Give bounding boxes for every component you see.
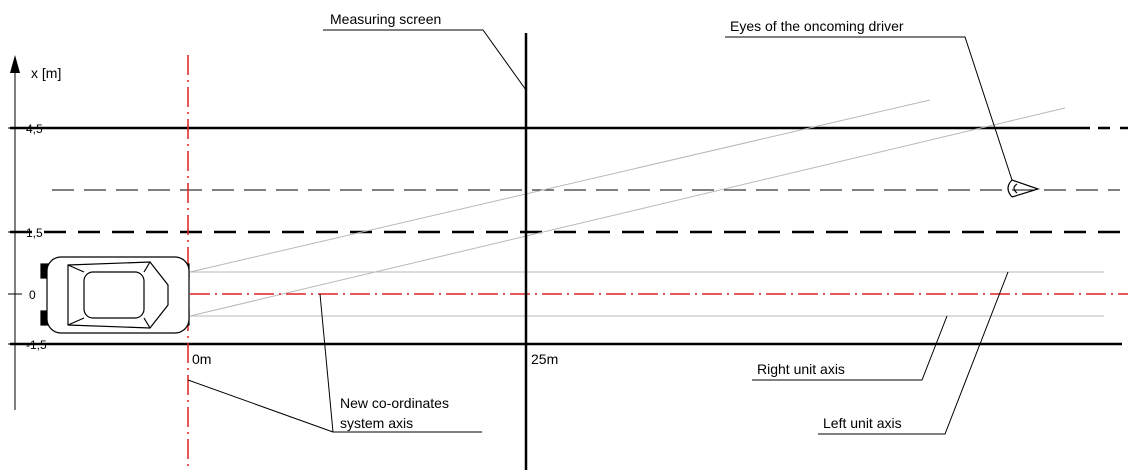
distance-label-0: 0m <box>192 351 211 367</box>
measuring-screen-label: Measuring screen <box>330 11 441 27</box>
leader-lines <box>187 29 1013 435</box>
leader-new-coord-2 <box>319 293 482 433</box>
eye-icon <box>1007 179 1040 198</box>
tick-label-minus-1-5: -1,5 <box>26 338 47 352</box>
eyes-label: Eyes of the oncoming driver <box>730 18 904 34</box>
new-coord-label-line1: New co-ordinates <box>340 395 449 411</box>
axis-label: x [m] <box>31 65 61 81</box>
leader-measuring-screen <box>323 29 527 91</box>
beam-left-lower <box>189 107 1066 317</box>
x-axis-arrow-icon <box>10 55 20 73</box>
beam-left-upper <box>189 99 931 273</box>
beam-lines <box>189 99 1104 317</box>
tick-label-0: 0 <box>29 288 36 302</box>
leader-eyes <box>725 36 1013 181</box>
tick-label-4-5: 4,5 <box>26 122 43 136</box>
tick-marks <box>8 127 22 345</box>
left-unit-axis-label: Left unit axis <box>823 415 902 431</box>
leader-new-coord-1 <box>187 379 334 433</box>
distance-label-25: 25m <box>531 351 558 367</box>
leader-right-unit <box>752 315 948 381</box>
right-unit-axis-label: Right unit axis <box>757 361 845 377</box>
car-icon <box>40 256 190 334</box>
tick-label-1-5: 1,5 <box>26 226 43 240</box>
leader-left-unit <box>818 271 1009 435</box>
new-coord-label-line2: system axis <box>340 415 413 431</box>
